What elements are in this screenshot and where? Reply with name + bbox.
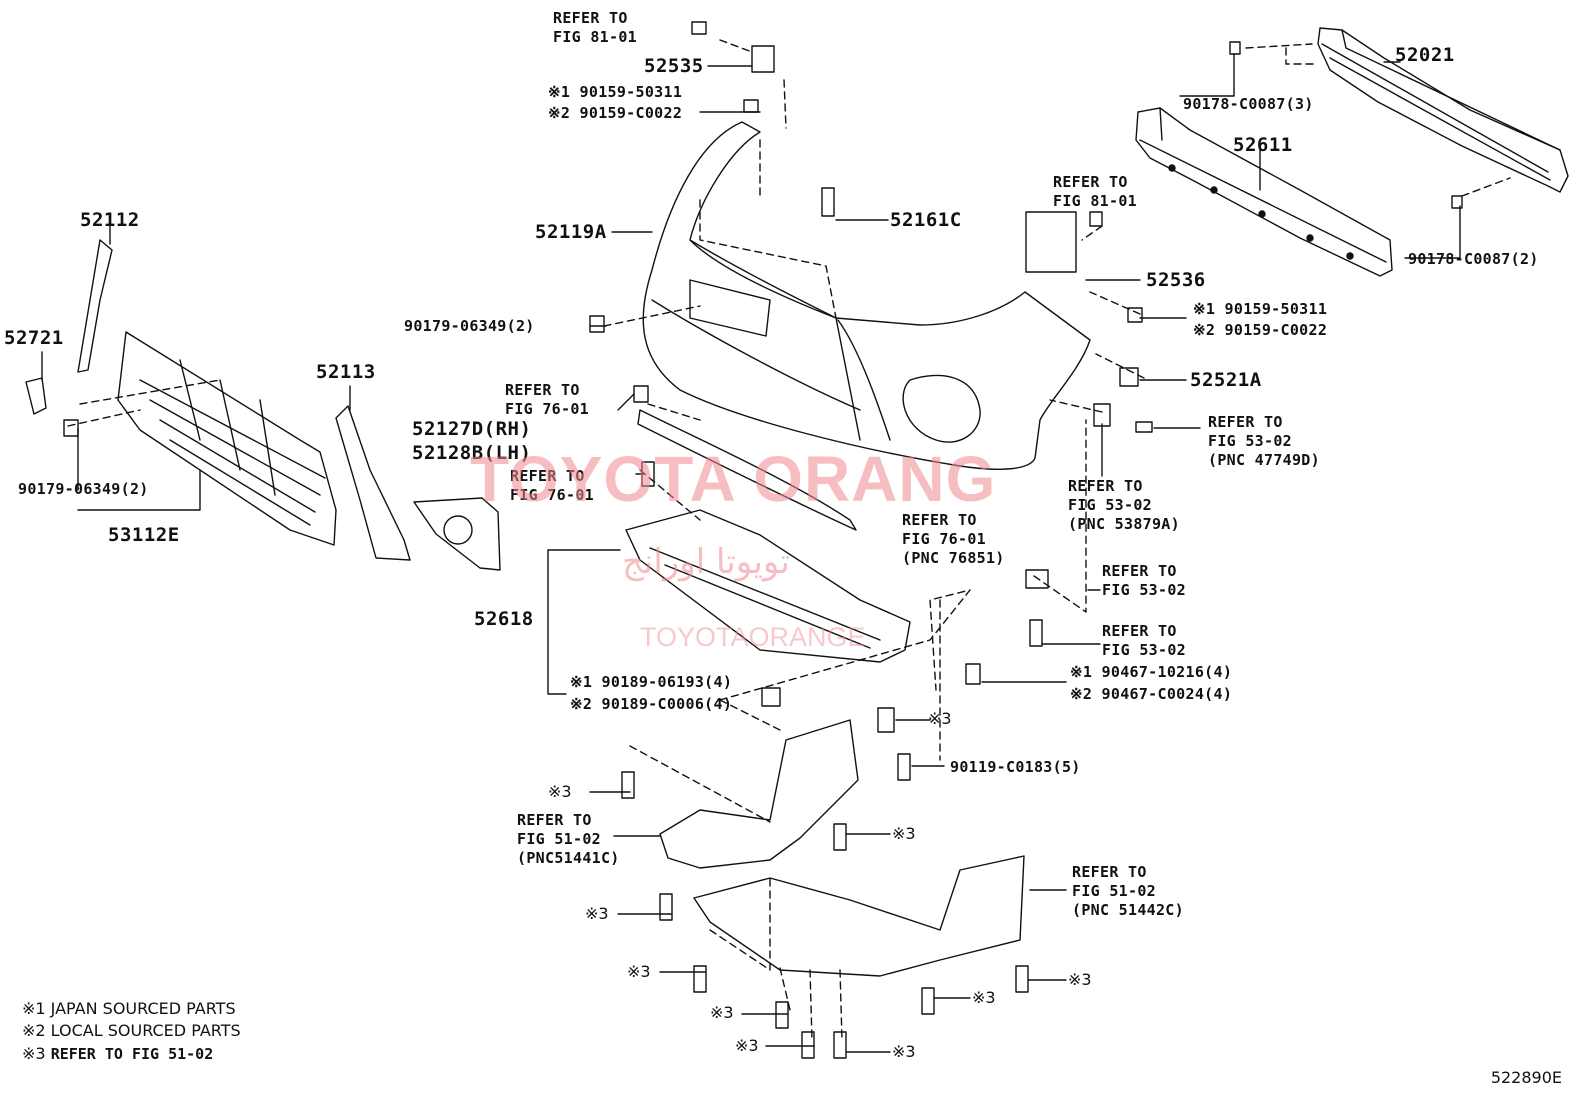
- label-90178-3: 90178-C0087(3): [1183, 95, 1314, 113]
- note3-marker: ※3: [892, 1042, 916, 1061]
- part-label-52161c: 52161C: [890, 209, 962, 231]
- note3-marker: ※3: [928, 709, 952, 728]
- refer-fig-81-01-right: REFER TO FIG 81-01: [1053, 173, 1137, 210]
- refer-fig-76-01-b: REFER TO FIG 76-01: [510, 467, 594, 504]
- note3-marker: ※3: [1068, 970, 1092, 989]
- refer-fig-53-02-b: REFER TO FIG 53-02 (PNC 53879A): [1068, 477, 1180, 533]
- part-label-52521a: 52521A: [1190, 369, 1262, 391]
- part-label-52128b: 52128B(LH): [412, 442, 532, 464]
- label-90467-local: ※2 90467-C0024(4): [1070, 685, 1233, 703]
- grille-moulding-upper-drawing: [77, 239, 113, 373]
- legend-note-local: ※2 LOCAL SOURCED PARTS: [22, 1021, 241, 1040]
- refer-fig-51-02-b: REFER TO FIG 51-02 (PNC 51442C): [1072, 863, 1184, 919]
- legend-note-refer-mark: ※3: [22, 1044, 46, 1063]
- legend-note-refer: ※3 REFER TO FIG 51-02: [22, 1046, 213, 1062]
- dashed-guides: [67, 39, 1511, 1041]
- grille-drawing: [117, 331, 337, 546]
- refer-fig-53-02-d: REFER TO FIG 53-02: [1102, 622, 1186, 659]
- legend-note-refer-text: REFER TO FIG 51-02: [50, 1045, 214, 1063]
- part-label-52611: 52611: [1233, 134, 1293, 156]
- fasteners-drawing: [63, 21, 1463, 1059]
- label-52618-local: ※2 90189-C0006(4): [570, 695, 733, 713]
- label-90179-left: 90179-06349(2): [18, 480, 149, 498]
- refer-fig-76-01-a: REFER TO FIG 76-01: [505, 381, 589, 418]
- label-52536-japan: ※1 90159-50311: [1193, 300, 1328, 318]
- part-label-52535: 52535: [644, 55, 704, 77]
- label-52535-japan: ※1 90159-50311: [548, 83, 683, 101]
- note3-marker: ※3: [735, 1036, 759, 1055]
- part-label-52536: 52536: [1146, 269, 1206, 291]
- figure-code: 522890E: [1490, 1068, 1562, 1087]
- note3-marker: ※3: [585, 904, 609, 923]
- lower-moulding-drawing: [637, 409, 857, 531]
- label-52618-japan: ※1 90189-06193(4): [570, 673, 733, 691]
- label-90467-japan: ※1 90467-10216(4): [1070, 663, 1233, 681]
- label-90179-top: 90179-06349(2): [404, 317, 535, 335]
- part-label-52021: 52021: [1395, 44, 1455, 66]
- note3-marker: ※3: [548, 782, 572, 801]
- refer-fig-76-01-c: REFER TO FIG 76-01 (PNC 76851): [902, 511, 1005, 567]
- refer-fig-81-01-top: REFER TO FIG 81-01: [553, 9, 637, 46]
- note3-marker: ※3: [710, 1003, 734, 1022]
- refer-fig-51-02-a: REFER TO FIG 51-02 (PNC51441C): [517, 811, 620, 867]
- energy-absorber-drawing: [1135, 107, 1393, 277]
- part-label-52618: 52618: [474, 608, 534, 630]
- leader-lines: [41, 53, 1461, 1053]
- refer-fig-53-02-c: REFER TO FIG 53-02: [1102, 562, 1186, 599]
- note3-marker: ※3: [972, 988, 996, 1007]
- part-label-52127d: 52127D(RH): [412, 418, 532, 440]
- refer-fig-53-02-a: REFER TO FIG 53-02 (PNC 47749D): [1208, 413, 1320, 469]
- label-90119: 90119-C0183(5): [950, 758, 1081, 776]
- note3-marker: ※3: [627, 962, 651, 981]
- engine-under-cover-drawing: [659, 719, 1025, 977]
- part-label-52113: 52113: [316, 361, 376, 383]
- label-52536-local: ※2 90159-C0022: [1193, 321, 1328, 339]
- part-label-52721: 52721: [4, 327, 64, 349]
- part-label-52112: 52112: [80, 209, 140, 231]
- grille-moulding-side-drawing: [335, 405, 411, 561]
- label-90178-2: 90178-C0087(2): [1408, 250, 1539, 268]
- note3-marker: ※3: [892, 824, 916, 843]
- bumper-reinforcement-drawing: [1317, 27, 1569, 193]
- legend-note-japan: ※1 JAPAN SOURCED PARTS: [22, 999, 236, 1018]
- label-52535-local: ※2 90159-C0022: [548, 104, 683, 122]
- bracket-52721-drawing: [25, 377, 47, 415]
- bumper-cover-drawing: [642, 121, 1091, 470]
- fog-lamp-cover-drawing: [413, 497, 501, 571]
- part-label-52119a: 52119A: [535, 221, 607, 243]
- front-under-cover-drawing: [625, 509, 911, 663]
- part-label-53112e: 53112E: [108, 524, 180, 546]
